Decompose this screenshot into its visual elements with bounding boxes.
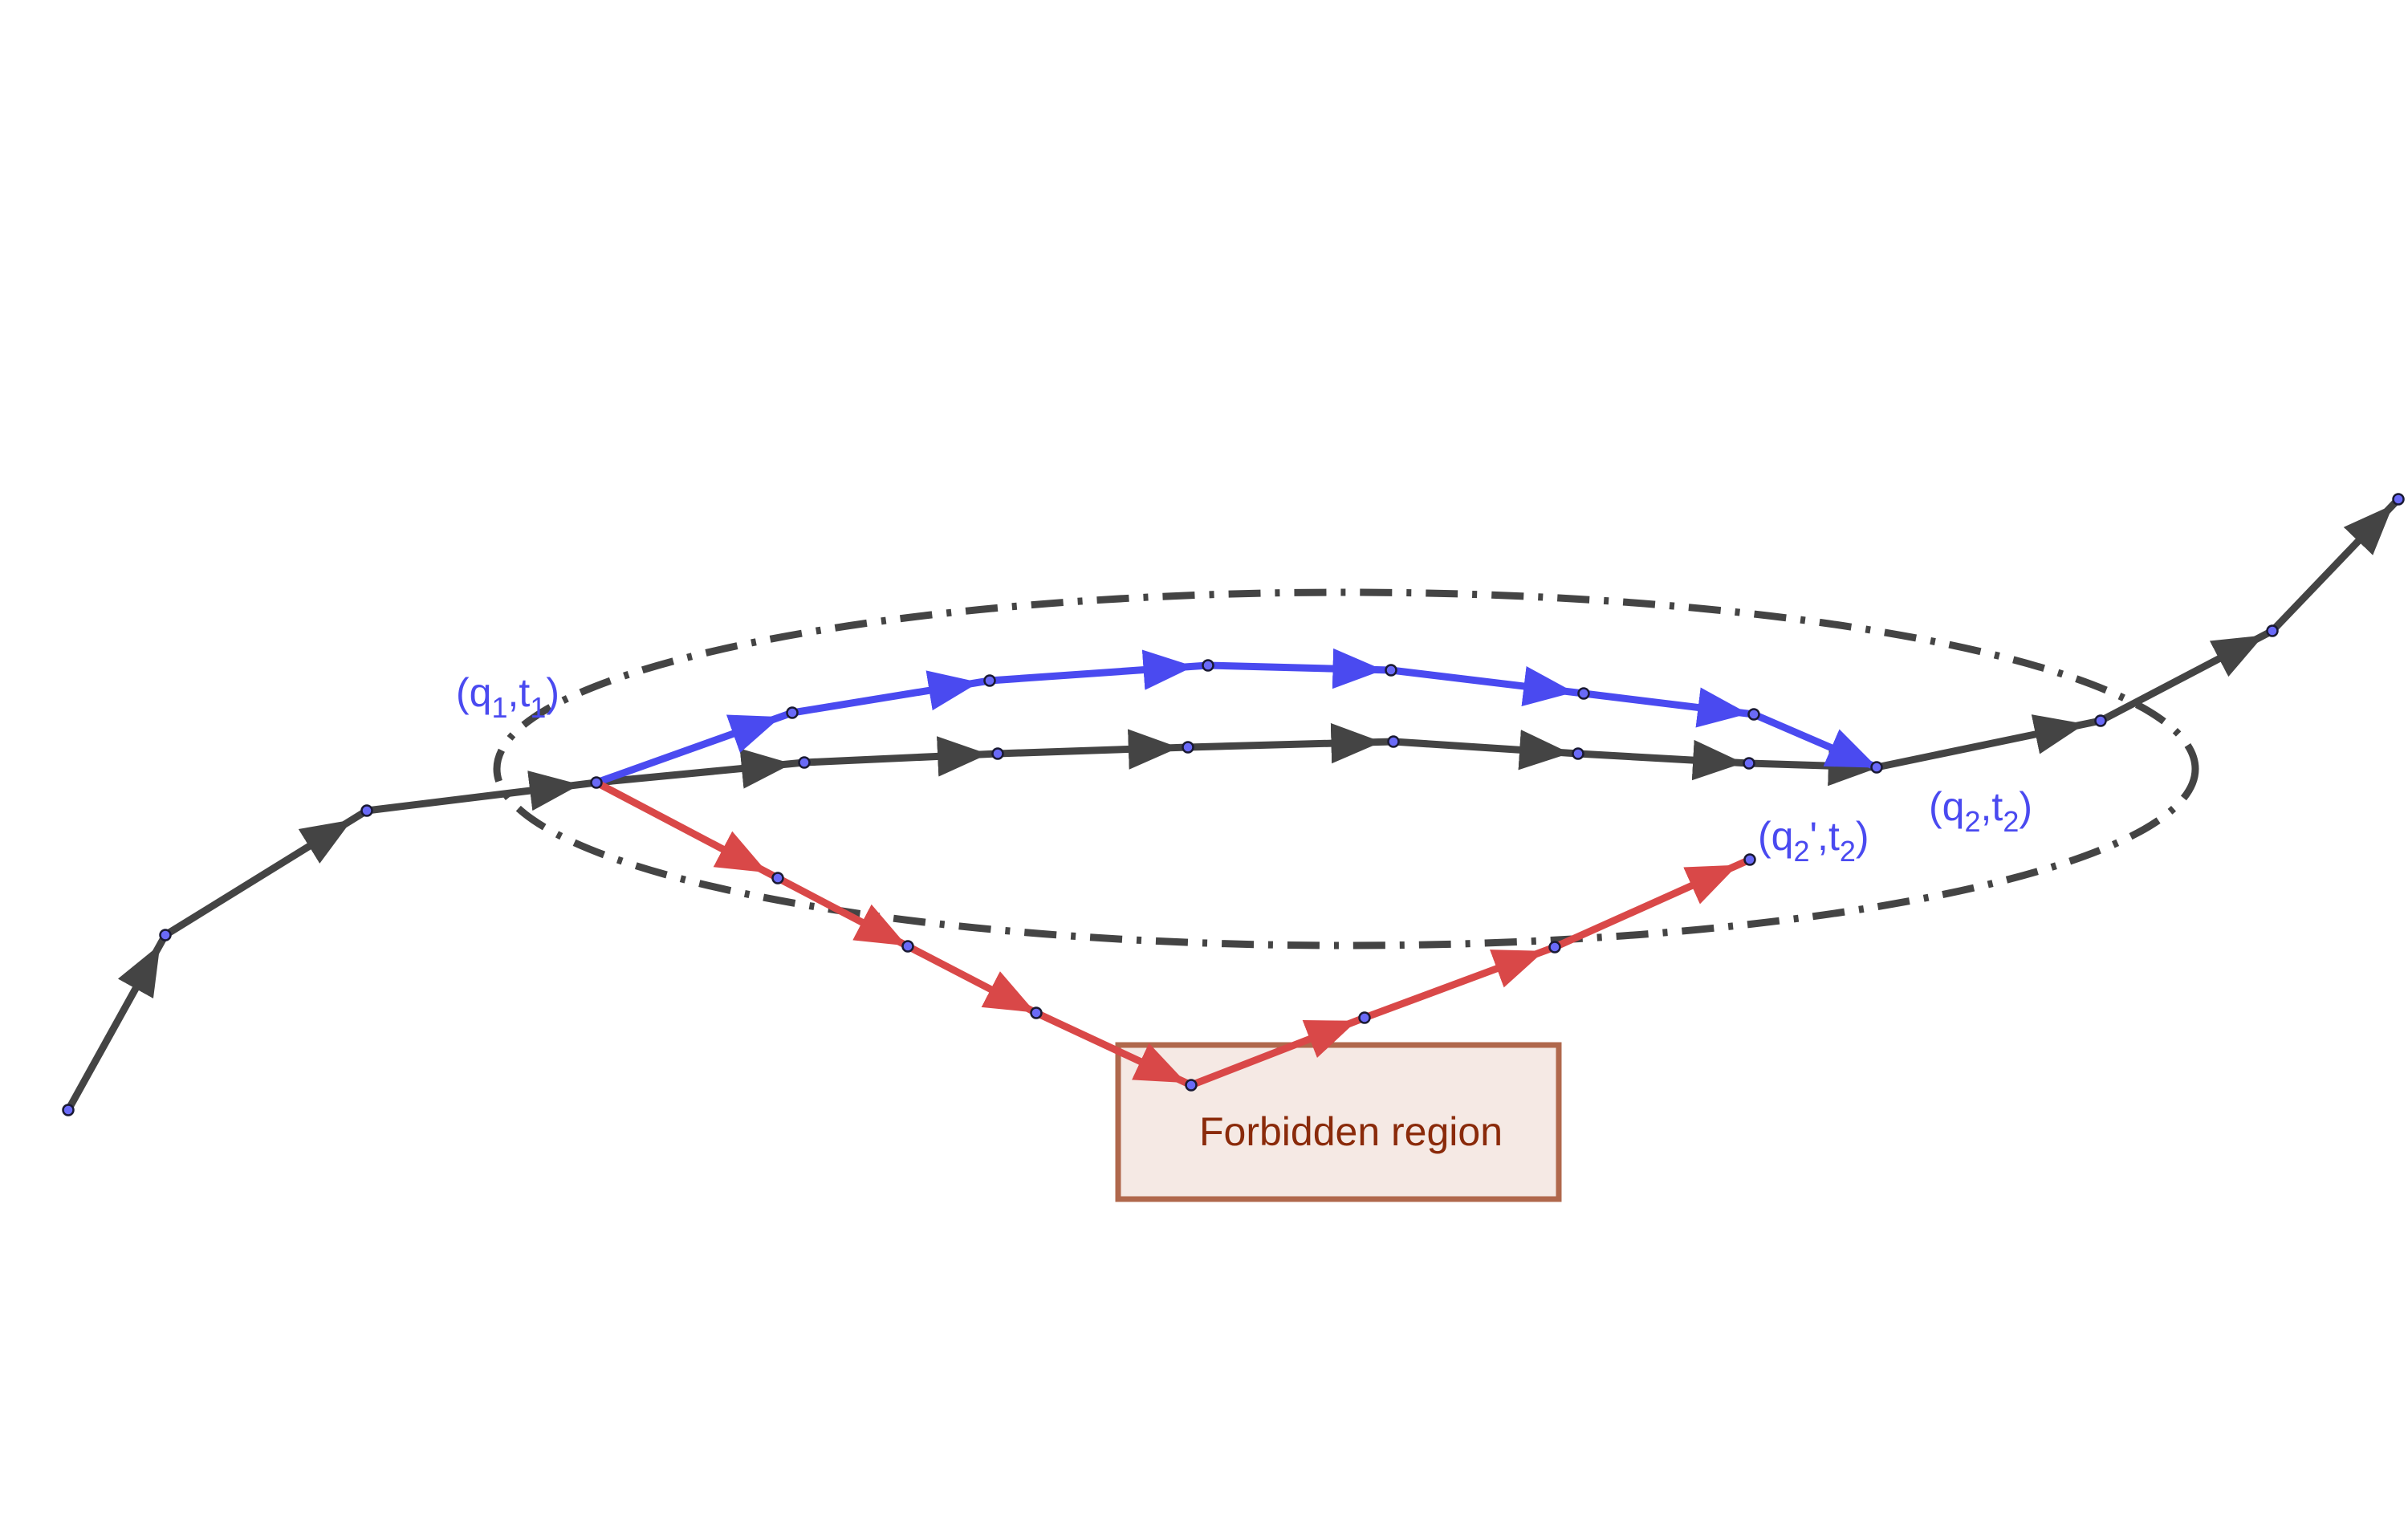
node-circle-icon: [1743, 853, 1756, 866]
blue-path-segment: [1750, 710, 1881, 771]
node-circle-icon: [1743, 757, 1755, 770]
red-path-segment: [592, 779, 782, 882]
red-path-segment: [904, 942, 1040, 1017]
red-path-segment: [774, 874, 912, 950]
node-circle-icon: [1185, 1079, 1198, 1092]
node-circle-icon: [1387, 735, 1400, 748]
red-path-segment: [1361, 943, 1559, 1022]
main-path-segment: [1184, 722, 1397, 764]
node-circle-icon: [2266, 624, 2279, 637]
node-circle-icon: [62, 1104, 75, 1116]
main-path-segment: [161, 807, 371, 939]
trajectory-nodes: [62, 493, 2405, 1116]
forbidden-region-box: [1115, 1042, 1562, 1202]
main-path-segment: [363, 771, 600, 815]
main-path-segment: [2097, 627, 2276, 725]
blue-path-segment: [986, 649, 1212, 690]
node-circle-icon: [159, 929, 172, 941]
node-circle-icon: [1548, 941, 1561, 954]
blue-path-segment: [1387, 665, 1588, 707]
node-circle-icon: [798, 756, 811, 769]
forbidden-region-label: Forbidden region: [1199, 1109, 1503, 1154]
node-circle-icon: [901, 940, 914, 953]
main-path-segment: [1389, 730, 1582, 771]
main-path-segment: [1873, 714, 2105, 771]
main-path-segment: [592, 748, 808, 789]
blue-path-segment: [592, 709, 796, 787]
red-path-segment: [1551, 856, 1754, 951]
node-circle-icon: [1358, 1011, 1371, 1024]
label-end-q2-t2: (q2,t2): [1929, 784, 2032, 838]
node-circle-icon: [1182, 741, 1194, 754]
node-circle-icon: [1870, 761, 1883, 774]
node-circle-icon: [983, 674, 996, 687]
node-circle-icon: [590, 776, 603, 789]
red-path-segment: [1032, 1009, 1195, 1089]
node-circle-icon: [360, 804, 373, 817]
main-path-segment: [994, 729, 1192, 770]
main-path-segment: [1745, 745, 1881, 787]
red-path-segment: [1187, 1014, 1369, 1089]
node-circle-icon: [771, 872, 784, 884]
main-path-segment: [800, 736, 1002, 777]
red-alternate-trajectory: [592, 779, 1754, 1089]
label-end-alt-q2prime-t2: (q2',t2): [1758, 814, 1869, 868]
main-trajectory: [64, 495, 2402, 1114]
node-circle-icon: [991, 747, 1004, 760]
node-circle-icon: [1385, 664, 1397, 677]
dash-dot-ellipse-icon: [493, 588, 2199, 949]
forbidden-region: Forbidden region: [1115, 1042, 1562, 1202]
blue-path-segment: [1204, 648, 1395, 689]
node-circle-icon: [1747, 708, 1760, 721]
node-circle-icon: [1030, 1006, 1043, 1019]
node-circle-icon: [2094, 714, 2107, 727]
node-circle-icon: [1202, 659, 1214, 672]
main-path-segment: [2268, 495, 2402, 635]
blue-alternate-trajectory: [592, 648, 1881, 787]
node-circle-icon: [2392, 493, 2405, 506]
blue-path-segment: [788, 670, 994, 717]
main-path-segment: [1574, 739, 1753, 781]
label-start-q1-t1: (q1,t1): [456, 670, 559, 724]
blue-path-segment: [1580, 687, 1758, 728]
node-circle-icon: [1572, 747, 1584, 760]
node-circle-icon: [1577, 687, 1590, 700]
node-circle-icon: [786, 706, 799, 719]
main-path-segment: [64, 931, 169, 1114]
